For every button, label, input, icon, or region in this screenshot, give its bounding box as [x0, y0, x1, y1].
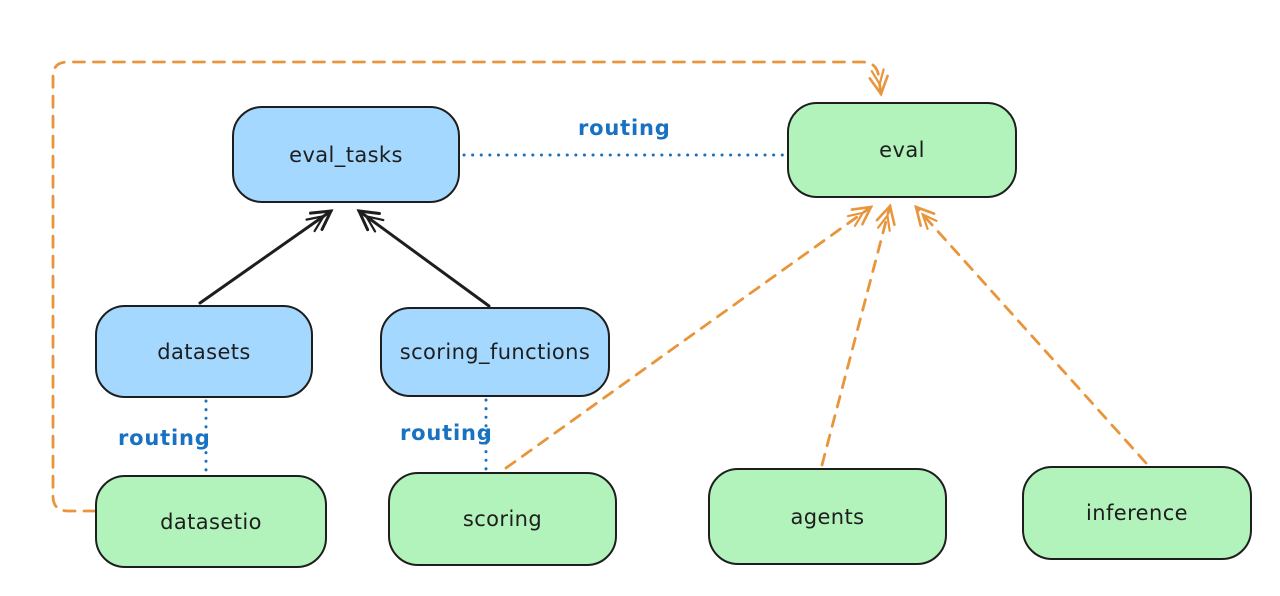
- edge-datasetio-to-eval: [51, 60, 889, 513]
- node-eval-label: eval: [879, 138, 925, 162]
- edge-datasets-to-eval-tasks: [198, 209, 334, 305]
- node-agents[interactable]: agents: [708, 468, 947, 565]
- edge-label-routing-datasetio: routing: [118, 426, 211, 450]
- edge-agents-to-eval: [820, 203, 896, 467]
- node-eval-tasks-label: eval_tasks: [289, 142, 403, 167]
- node-scoring[interactable]: scoring: [388, 472, 617, 566]
- node-datasets[interactable]: datasets: [95, 305, 313, 398]
- node-agents-label: agents: [790, 504, 865, 529]
- edge-label-routing-top: routing: [578, 116, 671, 140]
- edge-scoring-functions-to-eval-tasks: [356, 209, 491, 308]
- node-eval[interactable]: eval: [787, 102, 1017, 198]
- node-inference[interactable]: inference: [1022, 466, 1252, 560]
- node-inference-label: inference: [1086, 501, 1188, 525]
- node-scoring-functions[interactable]: scoring_functions: [380, 307, 610, 397]
- edge-inference-to-eval: [914, 204, 1148, 465]
- node-scoring-functions-label: scoring_functions: [399, 340, 591, 364]
- node-datasets-label: datasets: [157, 339, 251, 364]
- node-datasetio-label: datasetio: [160, 509, 262, 534]
- edge-scoring-to-eval: [504, 205, 874, 470]
- node-eval-tasks[interactable]: eval_tasks: [232, 106, 460, 203]
- node-datasetio[interactable]: datasetio: [95, 475, 327, 568]
- edge-label-routing-scoring: routing: [400, 421, 493, 445]
- node-scoring-label: scoring: [462, 507, 543, 531]
